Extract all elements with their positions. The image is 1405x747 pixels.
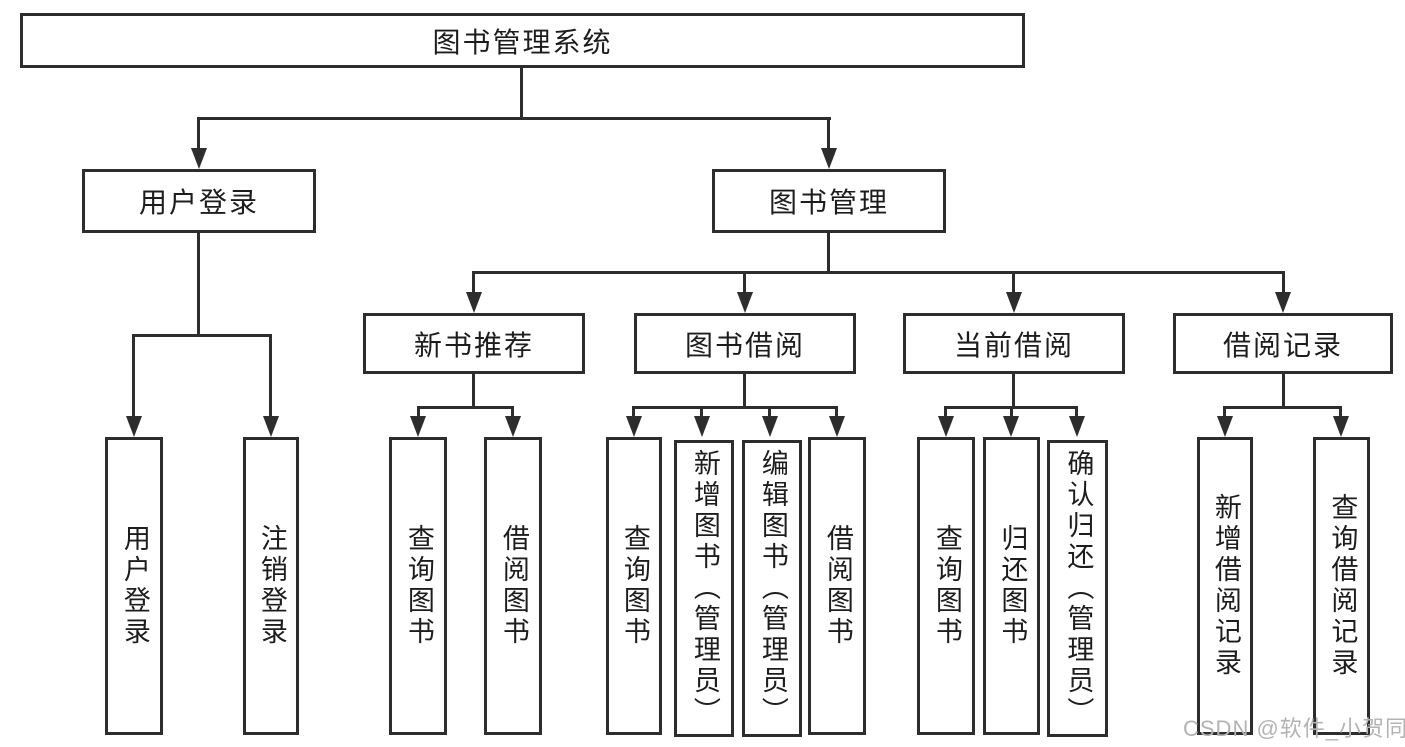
leaf-query-borrow-record-label: 查询借阅记录: [1327, 493, 1358, 679]
node-library-system-label: 图书管理系统: [432, 26, 613, 58]
leaf-logout-login-label: 注销登录: [256, 524, 287, 648]
arrow-down-icon: [1275, 292, 1291, 313]
arrow-down-icon: [1333, 416, 1349, 437]
connector-line: [417, 406, 514, 409]
leaf-borrow-books-recommend: 借阅图书: [484, 437, 542, 735]
connector-line: [632, 406, 635, 418]
leaf-return-books-label: 归还图书: [997, 524, 1028, 648]
leaf-add-borrow-record: 新增借阅记录: [1197, 437, 1253, 735]
leaf-borrow-books-borrowing-label: 借阅图书: [822, 524, 853, 648]
connector-line: [944, 406, 947, 418]
arrow-down-icon: [694, 416, 710, 437]
leaf-add-borrow-record-label: 新增借阅记录: [1210, 493, 1241, 679]
node-new-book-recommendation: 新书推荐: [363, 313, 585, 374]
connector-line: [827, 117, 830, 151]
connector-line: [511, 406, 514, 418]
connector-line: [700, 406, 703, 418]
arrow-down-icon: [1069, 416, 1085, 437]
connector-line: [472, 271, 475, 295]
node-book-borrowing-label: 图书借阅: [684, 329, 805, 361]
leaf-query-books-borrowing: 查询图书: [606, 437, 662, 735]
connector-line: [632, 406, 838, 409]
connector-line: [743, 271, 746, 295]
connector-line: [1223, 406, 1342, 409]
node-book-management: 图书管理: [712, 169, 946, 233]
arrow-down-icon: [821, 148, 837, 169]
connector-line: [1012, 372, 1015, 408]
leaf-user-login: 用户登录: [105, 437, 163, 735]
node-borrowing-records-label: 借阅记录: [1222, 329, 1343, 361]
arrow-down-icon: [191, 148, 207, 169]
leaf-borrow-books-borrowing: 借阅图书: [808, 437, 866, 735]
connector-line: [1282, 372, 1285, 408]
leaf-edit-book-admin-label: 编辑图书（管理员）: [757, 449, 788, 728]
connector-line: [132, 334, 135, 417]
connector-line: [1010, 406, 1013, 418]
leaf-query-books-current-label: 查询图书: [931, 524, 962, 648]
connector-line: [472, 271, 1285, 274]
connector-line: [472, 372, 475, 408]
arrow-down-icon: [410, 416, 426, 437]
node-book-management-label: 图书管理: [768, 187, 889, 218]
node-current-borrowing: 当前借阅: [903, 313, 1125, 374]
connector-line: [1223, 406, 1226, 418]
arrow-down-icon: [1217, 416, 1233, 437]
connector-line: [197, 117, 200, 151]
arrow-down-icon: [829, 416, 845, 437]
connector-line: [1282, 271, 1285, 295]
leaf-query-books-current: 查询图书: [917, 437, 975, 735]
connector-line: [827, 232, 830, 274]
leaf-query-books-recommend-label: 查询图书: [403, 524, 434, 648]
arrow-down-icon: [938, 416, 954, 437]
arrow-down-icon: [466, 292, 482, 313]
node-library-system: 图书管理系统: [20, 13, 1025, 68]
arrow-down-icon: [1006, 292, 1022, 313]
connector-line: [768, 406, 771, 418]
leaf-add-book-admin-label: 新增图书（管理员）: [689, 449, 720, 728]
leaf-user-login-label: 用户登录: [119, 524, 150, 648]
node-borrowing-records: 借阅记录: [1173, 313, 1393, 374]
arrow-down-icon: [126, 416, 142, 437]
arrow-down-icon: [263, 416, 279, 437]
leaf-confirm-return-admin: 确认归还（管理员）: [1047, 440, 1108, 737]
leaf-borrow-books-recommend-label: 借阅图书: [498, 524, 529, 648]
connector-line: [1075, 406, 1078, 418]
leaf-logout-login: 注销登录: [243, 437, 299, 735]
connector-line: [417, 406, 420, 418]
connector-line: [269, 334, 272, 417]
connector-line: [520, 67, 523, 119]
arrow-down-icon: [505, 416, 521, 437]
node-book-borrowing: 图书借阅: [634, 313, 856, 374]
leaf-edit-book-admin: 编辑图书（管理员）: [742, 440, 802, 737]
leaf-query-books-borrowing-label: 查询图书: [619, 524, 650, 648]
node-user-login: 用户登录: [82, 169, 316, 233]
node-new-book-recommendation-label: 新书推荐: [413, 329, 534, 361]
arrow-down-icon: [1003, 416, 1019, 437]
arrow-down-icon: [762, 416, 778, 437]
csdn-watermark: CSDN @软件_小贺同学: [1183, 716, 1405, 741]
connector-line: [132, 334, 272, 337]
connector-line: [197, 117, 831, 120]
leaf-add-book-admin: 新增图书（管理员）: [674, 440, 734, 737]
leaf-return-books: 归还图书: [983, 437, 1040, 735]
node-user-login-label: 用户登录: [138, 187, 259, 218]
leaf-confirm-return-admin-label: 确认归还（管理员）: [1063, 449, 1094, 728]
leaf-query-books-recommend: 查询图书: [389, 437, 447, 735]
connector-line: [1012, 271, 1015, 295]
connector-line: [1339, 406, 1342, 418]
arrow-down-icon: [737, 292, 753, 313]
connector-line: [743, 372, 746, 408]
connector-line: [835, 406, 838, 418]
leaf-query-borrow-record: 查询借阅记录: [1313, 437, 1370, 735]
connector-line: [197, 232, 200, 336]
node-current-borrowing-label: 当前借阅: [953, 329, 1074, 361]
arrow-down-icon: [626, 416, 642, 437]
